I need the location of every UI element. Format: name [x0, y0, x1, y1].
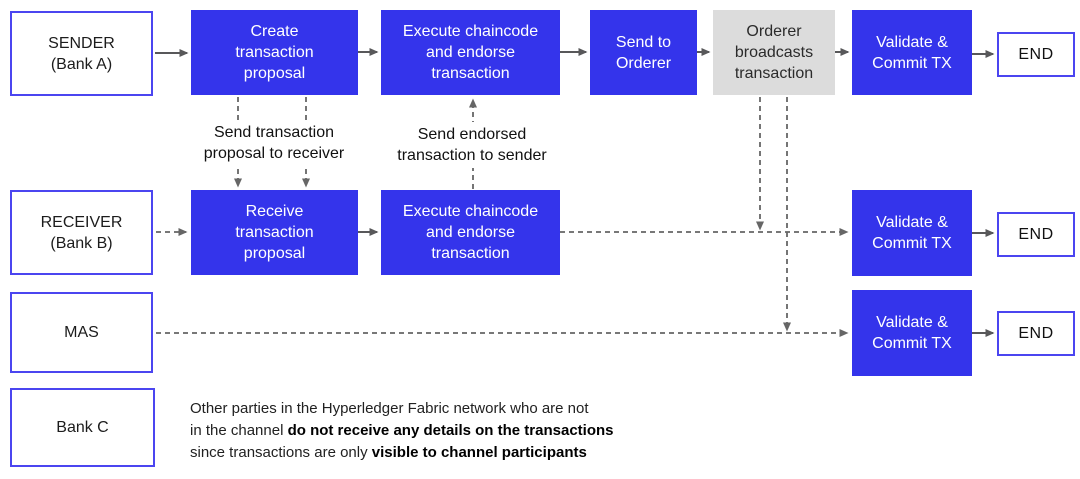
lane-box-sender: SENDER (Bank A)	[10, 11, 153, 96]
process-label-orderer-broadcasts: Orderer broadcasts transaction	[734, 23, 814, 82]
lane-label-bank-c: Bank C	[56, 419, 109, 436]
process-label-receive-proposal: Receive transaction proposal	[235, 203, 314, 262]
privacy-note-line-1: Other parties in the Hyperledger Fabric …	[190, 400, 589, 417]
lane-label-mas: MAS	[64, 324, 99, 341]
process-label-validate-commit-receiver: Validate & Commit TX	[872, 214, 952, 252]
process-box-validate-commit-receiver: Validate & Commit TX	[852, 190, 972, 276]
process-box-send-to-orderer: Send to Orderer	[590, 10, 697, 95]
lane-box-receiver: RECEIVER (Bank B)	[10, 190, 153, 275]
label-send-endorsed-to-sender: Send endorsed transaction to sender	[388, 122, 556, 168]
lane-label-sender: SENDER (Bank A)	[48, 34, 115, 73]
privacy-note-line-2: in the channel do not receive any detail…	[190, 422, 614, 439]
lane-box-bank-c: Bank C	[10, 388, 155, 467]
process-box-orderer-broadcasts: Orderer broadcasts transaction	[713, 10, 835, 95]
privacy-note-line-3: since transactions are only visible to c…	[190, 444, 587, 461]
end-label-mas: END	[1018, 325, 1054, 342]
process-label-execute-endorse-sender: Execute chaincode and endorse transactio…	[402, 23, 539, 82]
privacy-note: Other parties in the Hyperledger Fabric …	[190, 398, 690, 464]
process-label-create-proposal: Create transaction proposal	[235, 23, 314, 82]
end-box-receiver: END	[997, 212, 1075, 257]
end-label-sender: END	[1018, 46, 1054, 63]
end-label-receiver: END	[1018, 226, 1054, 243]
process-label-validate-commit-sender: Validate & Commit TX	[872, 33, 952, 72]
label-send-proposal-to-receiver: Send transaction proposal to receiver	[196, 120, 352, 166]
end-box-mas: END	[997, 311, 1075, 356]
lane-label-receiver: RECEIVER (Bank B)	[40, 213, 123, 252]
process-box-validate-commit-sender: Validate & Commit TX	[852, 10, 972, 95]
process-label-execute-endorse-receiver: Execute chaincode and endorse transactio…	[402, 203, 539, 262]
process-box-validate-commit-mas: Validate & Commit TX	[852, 290, 972, 376]
process-label-send-to-orderer: Send to Orderer	[615, 33, 672, 72]
process-label-validate-commit-mas: Validate & Commit TX	[872, 314, 952, 352]
process-box-execute-endorse-receiver: Execute chaincode and endorse transactio…	[381, 190, 560, 275]
process-box-create-proposal: Create transaction proposal	[191, 10, 358, 95]
lane-box-mas: MAS	[10, 292, 153, 373]
end-box-sender: END	[997, 32, 1075, 77]
process-box-receive-proposal: Receive transaction proposal	[191, 190, 358, 275]
process-box-execute-endorse-sender: Execute chaincode and endorse transactio…	[381, 10, 560, 95]
